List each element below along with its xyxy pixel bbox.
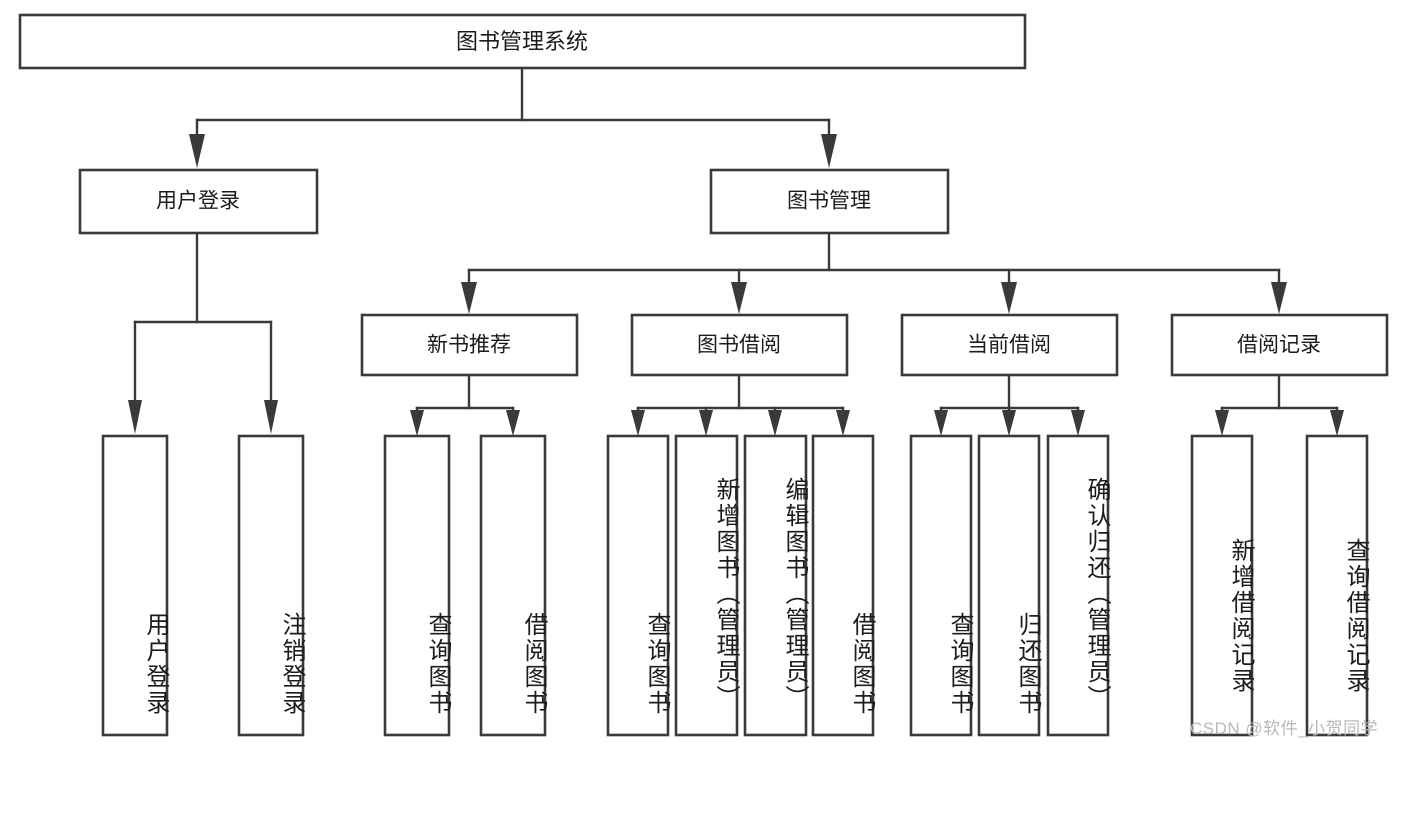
node-book-borrow-label: 图书借阅	[697, 334, 781, 357]
arrowhead-leaf-return-book	[1002, 410, 1016, 436]
node-user-login-label: 用户登录	[156, 190, 240, 213]
node-book-management[interactable]: 图书管理	[709, 168, 950, 235]
arrowhead-leaf-logout-login	[264, 400, 278, 434]
arrowhead-new-book-recommend	[461, 282, 477, 314]
arrowhead-leaf-user-login	[128, 400, 142, 434]
connector-group-user-login	[128, 231, 278, 434]
arrowhead-current-borrow	[1001, 282, 1017, 314]
arrowhead-leaf-query-book-2	[631, 410, 645, 436]
node-root-box[interactable]	[18, 13, 1027, 70]
node-borrow-record-label: 借阅记录	[1237, 334, 1321, 357]
arrowhead-leaf-add-book	[699, 410, 713, 436]
node-new-book-recommend-label: 新书推荐	[427, 334, 511, 357]
connector-group-root	[189, 66, 837, 168]
node-leaf-query-book-2-box[interactable]	[606, 434, 670, 737]
node-root-label: 图书管理系统	[456, 29, 588, 54]
arrowhead-borrow-record	[1271, 282, 1287, 314]
node-leaf-confirm-return-box[interactable]	[1046, 434, 1110, 737]
arrowhead-to-book-management	[821, 134, 837, 168]
node-book-borrow[interactable]: 图书借阅	[630, 313, 849, 377]
node-current-borrow-label: 当前借阅	[967, 334, 1051, 357]
arrowhead-leaf-query-book-1	[410, 410, 424, 436]
connector-group-book-borrow	[631, 373, 850, 436]
node-book-borrow-box[interactable]	[630, 313, 849, 377]
arrowhead-leaf-confirm-return	[1071, 410, 1085, 436]
node-leaf-query-record-box[interactable]	[1305, 434, 1369, 737]
node-current-borrow-box[interactable]	[900, 313, 1119, 377]
connector-group-new-book-recommend	[410, 373, 520, 436]
arrowhead-book-borrow	[731, 282, 747, 314]
connector-group-borrow-record	[1215, 373, 1344, 436]
node-borrow-record[interactable]: 借阅记录	[1170, 313, 1389, 377]
node-leaf-edit-book-box[interactable]	[743, 434, 808, 737]
node-leaf-borrow-book-1-box[interactable]	[479, 434, 547, 737]
node-new-book-recommend[interactable]: 新书推荐	[360, 313, 579, 377]
arrowhead-leaf-borrow-book-1	[506, 410, 520, 436]
node-user-login-box[interactable]	[78, 168, 319, 235]
node-root[interactable]: 图书管理系统	[18, 13, 1027, 70]
node-book-management-label: 图书管理	[787, 190, 871, 213]
node-leaf-add-record-box[interactable]	[1190, 434, 1254, 737]
node-user-login[interactable]: 用户登录	[78, 168, 319, 235]
node-leaf-user-login-box[interactable]	[101, 434, 169, 737]
arrowhead-leaf-borrow-book-2	[836, 410, 850, 436]
node-leaf-return-book-box[interactable]	[977, 434, 1041, 737]
flowchart-diagram: 图书管理系统 用户登录 图书管理 新书推荐 图书借阅 当前借阅 借阅记录	[18, 13, 1389, 738]
node-book-management-box[interactable]	[709, 168, 950, 235]
csdn-watermark: CSDN @软件_小贺同学	[1190, 719, 1379, 738]
arrowhead-to-user-login	[189, 134, 205, 168]
node-leaf-borrow-book-2-box[interactable]	[811, 434, 875, 737]
connector-group-book-management	[461, 231, 1287, 314]
arrowhead-leaf-add-record	[1215, 410, 1229, 436]
node-new-book-recommend-box[interactable]	[360, 313, 579, 377]
arrowhead-leaf-query-record	[1330, 410, 1344, 436]
arrowhead-leaf-query-book-3	[934, 410, 948, 436]
node-leaf-logout-login-box[interactable]	[237, 434, 305, 737]
node-leaf-query-book-3-box[interactable]	[909, 434, 973, 737]
node-leaf-query-book-1-box[interactable]	[383, 434, 451, 737]
connector-group-current-borrow	[934, 373, 1085, 436]
diagram-canvas: 图书管理系统 用户登录 图书管理 新书推荐 图书借阅 当前借阅 借阅记录	[18, 13, 1389, 737]
node-borrow-record-box[interactable]	[1170, 313, 1389, 377]
arrowhead-leaf-edit-book	[768, 410, 782, 436]
node-current-borrow[interactable]: 当前借阅	[900, 313, 1119, 377]
node-leaf-add-book-box[interactable]	[674, 434, 739, 737]
